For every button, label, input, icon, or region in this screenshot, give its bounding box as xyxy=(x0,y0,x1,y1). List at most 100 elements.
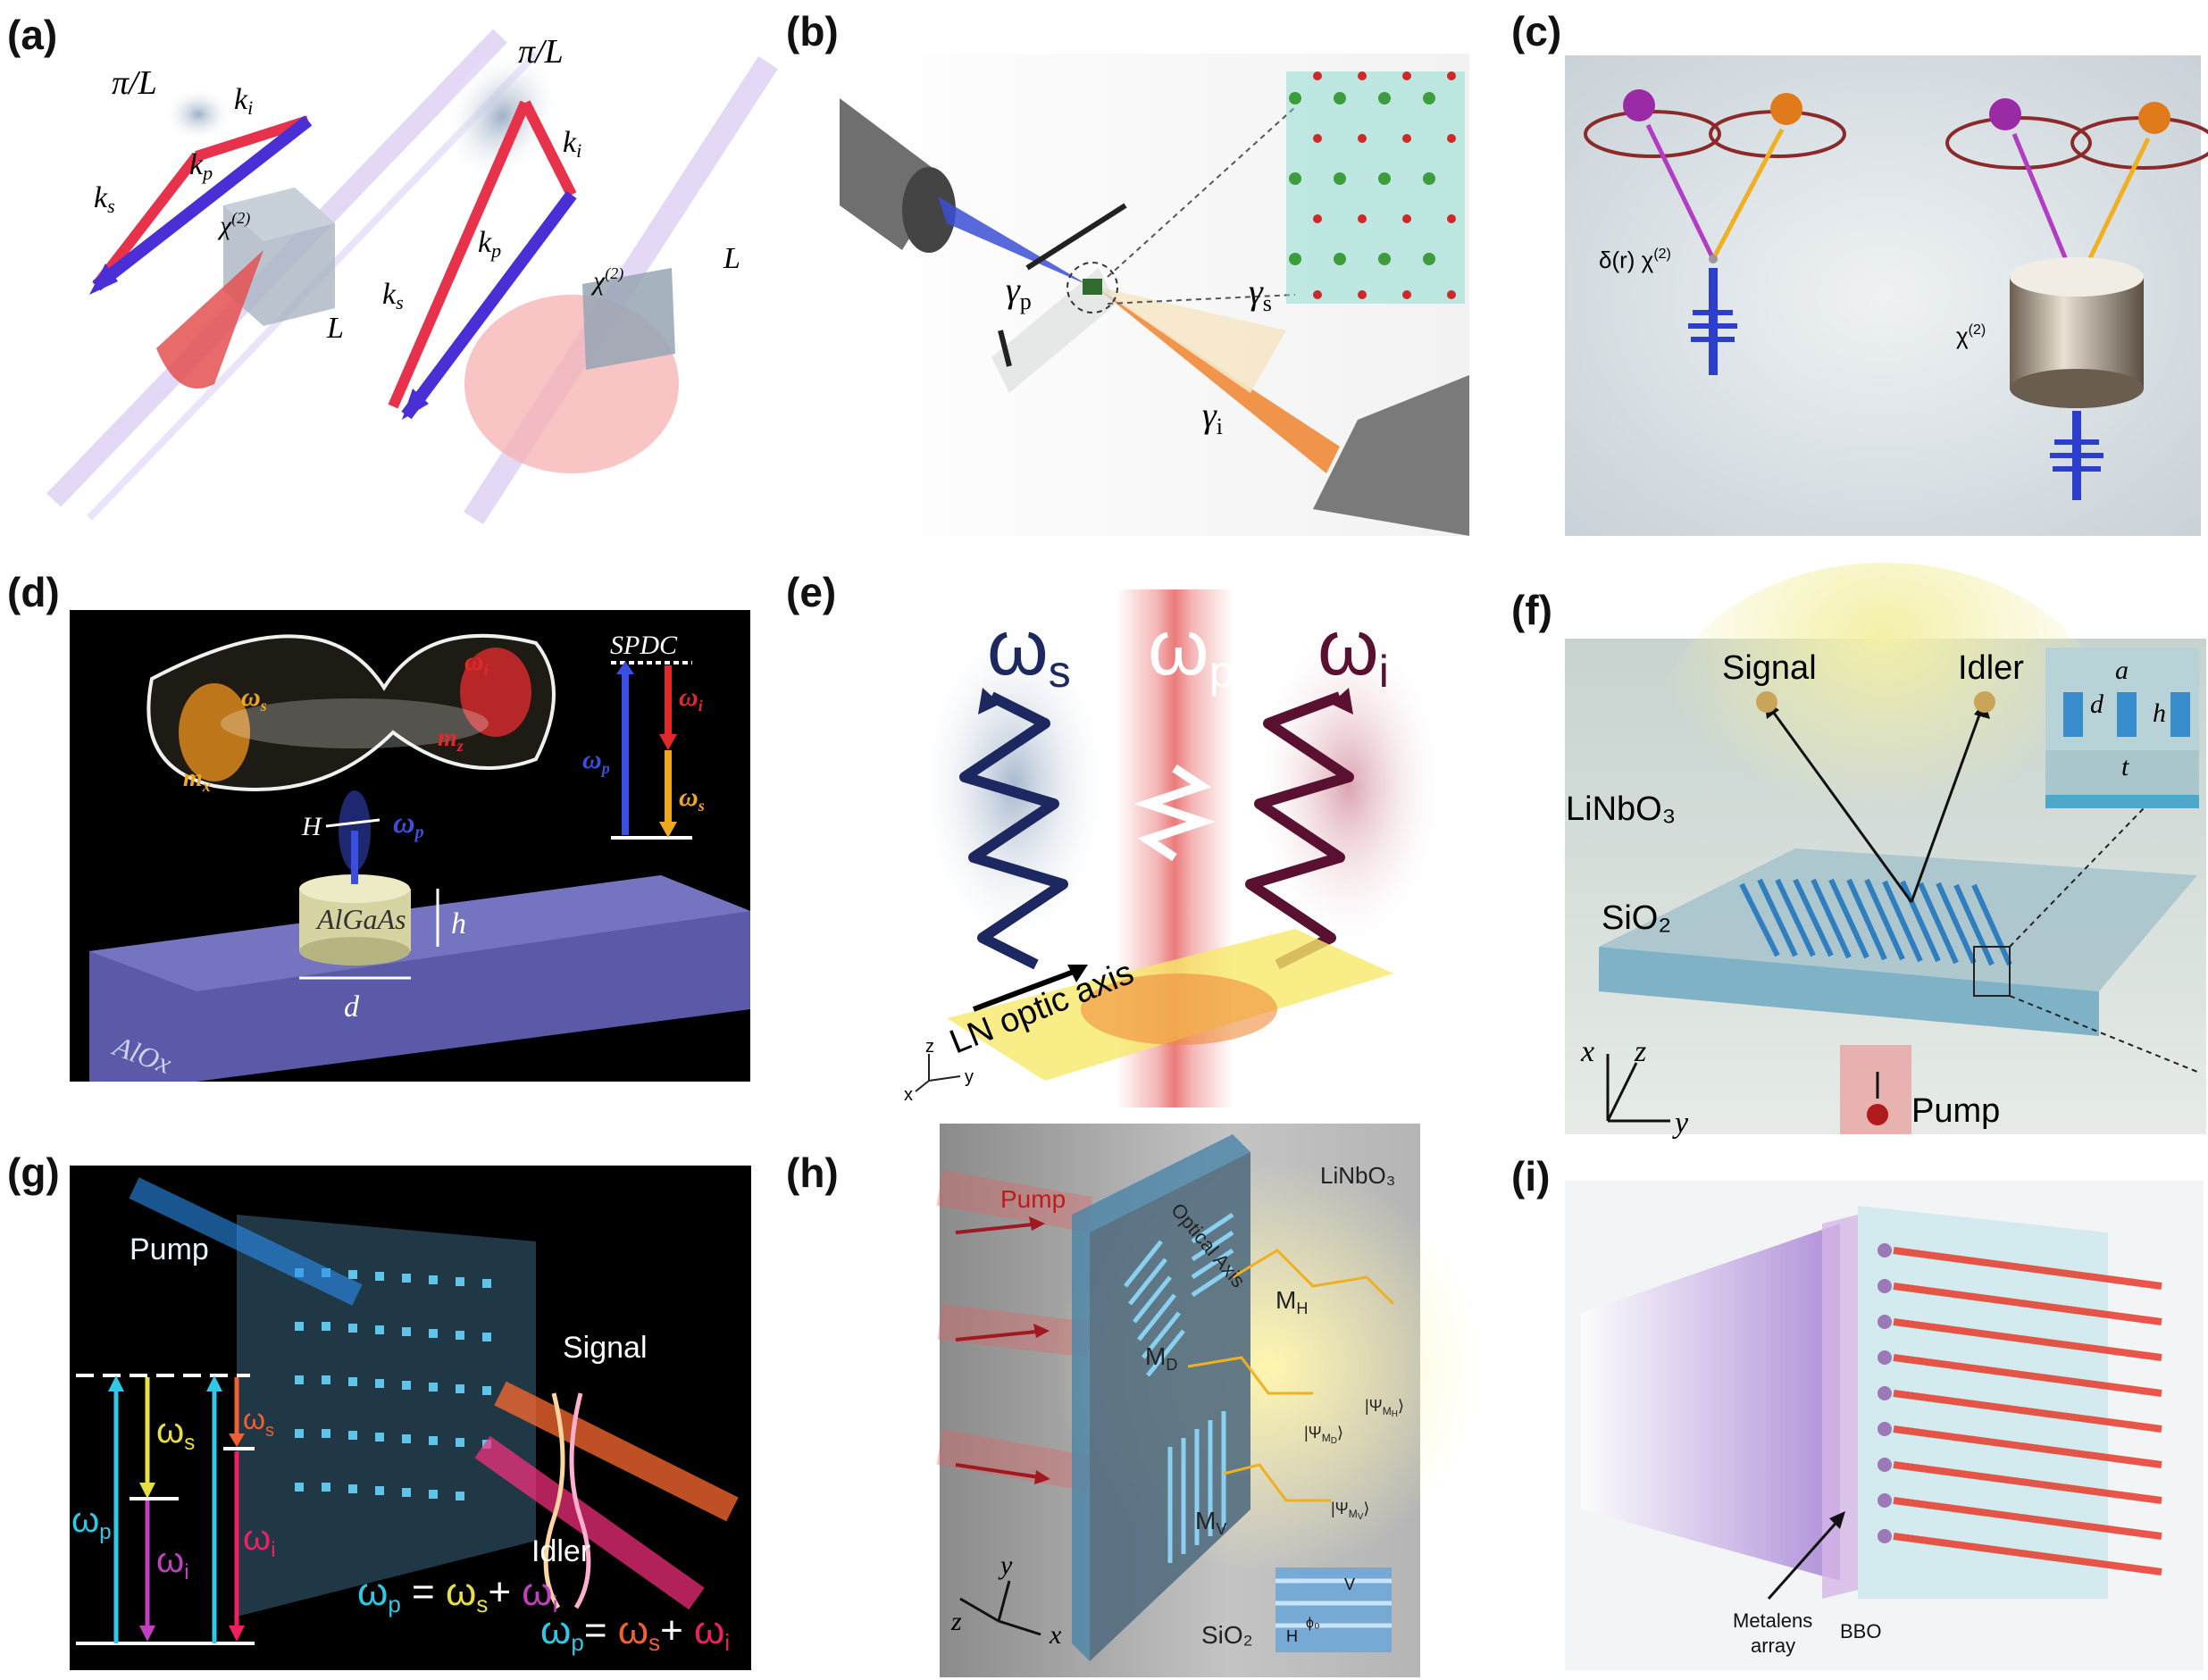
mz-label: mz xyxy=(438,724,464,755)
pump-label-g: Pump xyxy=(130,1233,209,1266)
chi2-label-left: χ(2) xyxy=(217,209,250,240)
ki-label-left: ki xyxy=(234,83,253,119)
omega-i-diagram-g-2: ωi xyxy=(243,1518,276,1562)
mx-label: mx xyxy=(183,765,211,795)
linbo3-label: LiNbO₃ xyxy=(1566,790,1676,828)
omega-p-diagram: ωp xyxy=(582,745,610,777)
sio2-label: SiO₂ xyxy=(1602,899,1671,937)
panel-d: SPDC ωi ωp ωs ωi ωs ωp mx mz H h d AlGaA… xyxy=(70,610,750,1082)
pi-over-L-right: π/L xyxy=(518,33,564,71)
panel-label-c: (c) xyxy=(1511,8,1562,54)
metalens-label: Metalens xyxy=(1733,1609,1812,1632)
pump-wave xyxy=(1133,764,1216,862)
metalens-units xyxy=(1878,1243,1892,1543)
omega-i-blob: ωi xyxy=(464,647,489,679)
photon-idler-left xyxy=(1770,93,1802,125)
emission-cone xyxy=(156,250,263,389)
panel-f: Signal Idler LiNbO₃ SiO₂ Pump a d h t x … xyxy=(1565,563,2206,1140)
kp-label-right: kp xyxy=(478,226,501,262)
signal-beam-g xyxy=(494,1381,739,1522)
h-label: h xyxy=(451,907,466,940)
pi-over-L-left: π/L xyxy=(112,64,157,102)
chi2-label-right: χ(2) xyxy=(590,264,623,296)
omega-i-label: ωi xyxy=(1317,603,1389,697)
mv-label: MV xyxy=(1195,1507,1226,1538)
axis-y-h: y xyxy=(998,1550,1013,1580)
omega-p-label: ωp xyxy=(1148,603,1234,697)
gamma-s-label: γs xyxy=(1249,272,1272,316)
omega-s-label: ωs xyxy=(987,603,1071,697)
panel-label-a: (a) xyxy=(7,12,58,58)
signal-label-g: Signal xyxy=(563,1331,648,1365)
t-label: t xyxy=(2121,752,2129,781)
L-label-left: L xyxy=(326,312,344,345)
signal-photon xyxy=(1756,691,1777,713)
delta-chi2-label: δ(r) χ(2) xyxy=(1599,247,1671,273)
idler-photon xyxy=(1974,691,1995,713)
pump-beam-i xyxy=(1581,1224,1840,1581)
panel-c: δ(r) χ(2) χ(2) xyxy=(1565,55,2208,536)
kp-label-left: kp xyxy=(189,148,213,184)
sio2-label-h: SiO₂ xyxy=(1201,1621,1253,1649)
panel-i: Metalens array BBO xyxy=(1565,1181,2204,1670)
halo-left xyxy=(164,88,232,141)
panel-a: π/L π/L ki kp ks χ(2) L ki kp ks χ(2) L xyxy=(46,29,778,525)
metasurface-plate xyxy=(237,1215,536,1617)
linbo3-metasurface xyxy=(1599,848,2197,991)
gamma-p-label: γp xyxy=(1006,270,1032,314)
psi-mh-label: |ΨMH⟩ xyxy=(1365,1397,1404,1419)
chi2-label: χ(2) xyxy=(1956,322,1986,349)
h-label-f: h xyxy=(2153,698,2166,728)
pump-photon xyxy=(1867,1104,1888,1125)
equation-2: ωp= ωs+ ωi xyxy=(540,1609,730,1656)
array-label: array xyxy=(1751,1634,1795,1657)
photon-signal-left xyxy=(1623,89,1655,121)
panel-label-g: (g) xyxy=(7,1149,60,1196)
equation-1: ωp = ωs+ ωi xyxy=(357,1570,557,1617)
a-label: a xyxy=(2115,656,2129,685)
pump-beam-g xyxy=(129,1177,363,1306)
ks-label-left: ks xyxy=(94,181,115,217)
grating-mh xyxy=(1191,1212,1234,1298)
panel-label-b: (b) xyxy=(786,8,839,54)
ks-label-right: ks xyxy=(382,278,404,313)
crystal-slab xyxy=(582,268,675,370)
axis-y-f: y xyxy=(1672,1107,1689,1140)
panel-e: LN optic axis ωs ωp ωi z y x xyxy=(904,589,1447,1107)
axis-y-e: y xyxy=(965,1067,974,1087)
omega-s-diagram-g-2: ωs xyxy=(243,1403,274,1441)
idler-beam-g xyxy=(474,1435,705,1610)
signal-wave xyxy=(959,691,1068,970)
algaas-label: AlGaAs xyxy=(315,903,406,935)
idler-label: Idler xyxy=(1958,649,2024,687)
objective-right xyxy=(1313,375,1469,536)
psi-mv-label: |ΨMV⟩ xyxy=(1331,1500,1369,1522)
md-label: MD xyxy=(1145,1342,1177,1374)
ki-label-right: ki xyxy=(563,126,581,162)
linbo3-label-h: LiNbO₃ xyxy=(1320,1162,1395,1189)
panel-label-h: (h) xyxy=(786,1149,839,1196)
sample-crystal xyxy=(1083,279,1102,295)
photon-idler-right xyxy=(2138,102,2170,134)
bbo-label: BBO xyxy=(1840,1620,1881,1642)
omega-s-diagram-g-1: ωs xyxy=(156,1411,195,1455)
grating-md xyxy=(1124,1240,1185,1377)
H-label: H xyxy=(301,812,323,841)
panel-g: Pump Signal Idler ωp ωs ωi ωs ωi ωp = ωs… xyxy=(70,1166,751,1670)
pump-label-h: Pump xyxy=(1000,1185,1066,1213)
signal-label: Signal xyxy=(1722,649,1817,687)
axis-x-h: x xyxy=(1049,1620,1062,1650)
psi-md-label: |ΨMD⟩ xyxy=(1304,1424,1343,1446)
photon-pair-wavefunction xyxy=(146,633,556,791)
photon-signal-right xyxy=(1989,98,2021,130)
panel-h: Pump LiNbO₃ Optical Axis MH MD MV |ΨMH⟩ … xyxy=(936,1124,1483,1677)
idler-label-g: Idler xyxy=(531,1534,590,1568)
d-label: d xyxy=(344,990,360,1024)
panel-label-i: (i) xyxy=(1511,1153,1551,1199)
axis-x-e: x xyxy=(904,1085,913,1105)
mh-label: MH xyxy=(1275,1286,1308,1317)
omega-s-diagram: ωs xyxy=(679,782,705,815)
pump-label: Pump xyxy=(1911,1092,2000,1130)
omega-i-diagram-g-1: ωi xyxy=(156,1541,189,1584)
